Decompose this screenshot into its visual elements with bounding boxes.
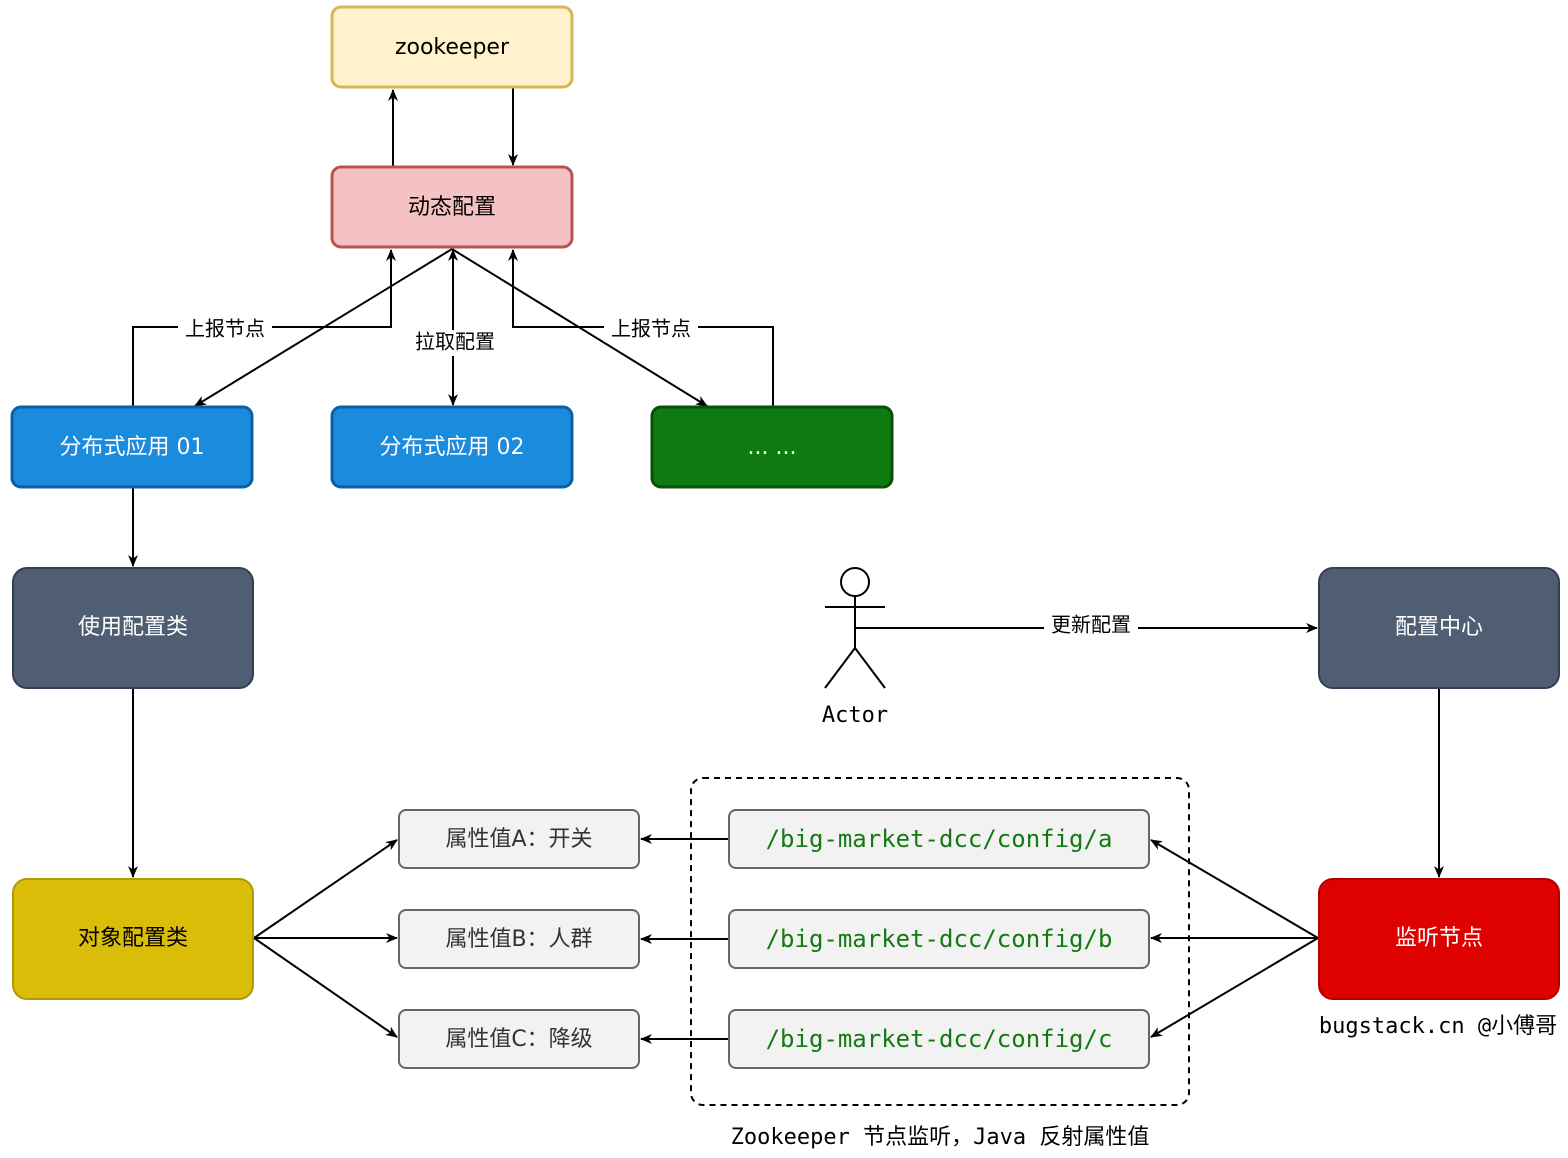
- node-config-center: 配置中心: [1318, 567, 1560, 689]
- node-dynamic-config-label: 动态配置: [408, 195, 496, 220]
- edge-object-to-attr-c: [253, 937, 398, 1038]
- actor-head: [840, 567, 870, 597]
- group-caption: Zookeeper 节点监听，Java 反射属性值: [731, 1125, 1150, 1150]
- node-app01: 分布式应用 01: [10, 405, 254, 489]
- node-object-config-class: 对象配置类: [12, 878, 254, 1000]
- edge-dynamic-to-more: [451, 248, 708, 407]
- node-object-config-class-box: [12, 878, 254, 1000]
- actor-right-leg: [854, 647, 886, 689]
- node-attr-a-label: 属性值A：开关: [445, 827, 592, 852]
- actor-left-leg: [824, 647, 856, 689]
- node-attr-a-box: [398, 809, 640, 869]
- edge-label-report-right: 上报节点: [611, 317, 691, 341]
- node-app01-box: [10, 405, 254, 489]
- actor-label: Actor: [822, 703, 888, 728]
- edges: [128, 88, 1444, 1044]
- credit-caption: bugstack.cn @小傅哥: [1319, 1014, 1557, 1039]
- node-attr-c-label: 属性值C：降级: [445, 1027, 592, 1052]
- edge-label-bg: [178, 316, 272, 342]
- node-path-a-box: [728, 809, 1150, 869]
- edge-label-report-left: 上报节点: [185, 317, 265, 341]
- edge-object-to-attr-a: [253, 839, 398, 939]
- edge-label-update: 更新配置: [1051, 613, 1131, 637]
- node-zookeeper-label: zookeeper: [395, 35, 510, 60]
- node-app02-box: [330, 405, 574, 489]
- edge-dynamic-to-app01: [194, 248, 453, 407]
- node-more-apps-label: ... ...: [748, 435, 797, 460]
- node-path-a-label: /big-market-dcc/config/a: [766, 825, 1113, 853]
- node-zookeeper: zookeeper: [330, 5, 574, 89]
- node-path-c-box: [728, 1009, 1150, 1069]
- node-attr-c: 属性值C：降级: [398, 1009, 640, 1069]
- node-app02: 分布式应用 02: [330, 405, 574, 489]
- node-object-config-class-label: 对象配置类: [78, 926, 188, 951]
- node-path-c: /big-market-dcc/config/c: [728, 1009, 1150, 1069]
- node-listen-label: 监听节点: [1395, 926, 1483, 951]
- node-attr-b-box: [398, 909, 640, 969]
- node-listen-box: [1318, 878, 1560, 1000]
- node-attr-b: 属性值B：人群: [398, 909, 640, 969]
- node-dynamic-config: 动态配置: [330, 165, 574, 249]
- node-config-center-label: 配置中心: [1395, 615, 1483, 640]
- edge-listen-to-path-c: [1150, 937, 1319, 1038]
- node-dynamic-config-box: [330, 165, 574, 249]
- edge-label-bg: [604, 316, 698, 342]
- node-use-config-class-box: [12, 567, 254, 689]
- edge-label-bg: [408, 330, 502, 356]
- node-app02-label: 分布式应用 02: [380, 435, 525, 460]
- node-use-config-class: 使用配置类: [12, 567, 254, 689]
- edge-listen-to-path-a: [1150, 839, 1319, 939]
- node-config-center-box: [1318, 567, 1560, 689]
- node-path-b-box: [728, 909, 1150, 969]
- edge-label-pull: 拉取配置: [415, 330, 495, 354]
- node-attr-c-box: [398, 1009, 640, 1069]
- node-more-apps: ... ...: [650, 405, 894, 489]
- node-more-apps-box: [650, 405, 894, 489]
- actor-figure: [824, 567, 886, 689]
- edge-label-bg: [1044, 614, 1138, 640]
- edge-labels: 上报节点 拉取配置 上报节点 更新配置: [178, 316, 1138, 640]
- node-path-c-label: /big-market-dcc/config/c: [766, 1025, 1113, 1053]
- node-listen: 监听节点: [1318, 878, 1560, 1000]
- node-attr-b-label: 属性值B：人群: [445, 927, 592, 952]
- node-path-b-label: /big-market-dcc/config/b: [766, 925, 1113, 953]
- node-zookeeper-box: [330, 5, 574, 89]
- zookeeper-listen-group: [690, 777, 1190, 1106]
- node-path-a: /big-market-dcc/config/a: [728, 809, 1150, 869]
- node-path-b: /big-market-dcc/config/b: [728, 909, 1150, 969]
- node-app01-label: 分布式应用 01: [60, 435, 205, 460]
- node-attr-a: 属性值A：开关: [398, 809, 640, 869]
- node-use-config-class-label: 使用配置类: [78, 615, 188, 640]
